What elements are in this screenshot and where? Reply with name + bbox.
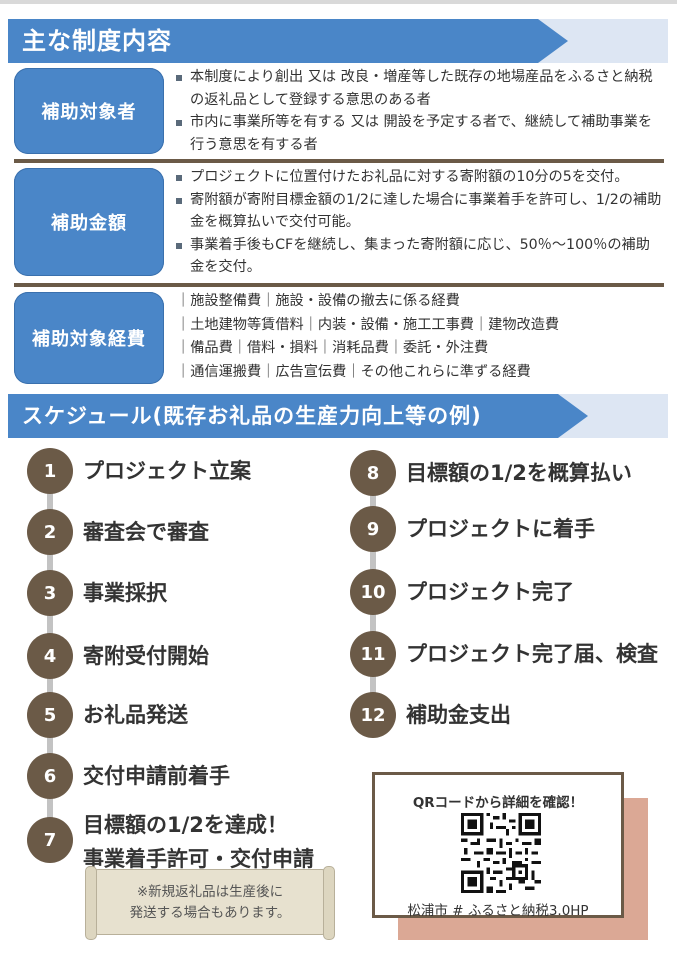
system-row-target: 補助対象者 本制度により創出 又は 改良・増産等した既存の地場産品をふるさと納税… bbox=[14, 66, 664, 158]
step-label: プロジェクト完了 bbox=[406, 580, 574, 604]
step-label: 目標額の1/2を達成！ bbox=[83, 813, 288, 837]
divider bbox=[14, 159, 664, 163]
step-number: 8 bbox=[350, 450, 396, 496]
list-item: プロジェクトに位置付けたお礼品に対する寄附額の10分の5を交付。 bbox=[176, 166, 664, 189]
target-items: 本制度により創出 又は 改良・増産等した既存の地場産品をふるさと納税の返礼品とし… bbox=[176, 66, 664, 156]
list-item: 市内に事業所等を有する 又は 開設を予定する者で、継続して補助事業を行う意思を有… bbox=[176, 111, 664, 156]
step-label: 事業採択 bbox=[83, 581, 167, 605]
expense-line: ｜施設整備費｜施設・設備の撤去に係る経費 bbox=[176, 293, 460, 309]
step-number: 12 bbox=[350, 692, 396, 738]
step-label: お礼品発送 bbox=[83, 703, 188, 727]
step-number: 9 bbox=[350, 506, 396, 552]
section-banner-system: 主な制度内容 bbox=[8, 19, 668, 63]
amount-items: プロジェクトに位置付けたお礼品に対する寄附額の10分の5を交付。 寄附額が寄附目… bbox=[176, 166, 664, 279]
step-number: 3 bbox=[27, 570, 73, 616]
step-label: プロジェクト立案 bbox=[83, 459, 251, 483]
system-row-expenses: 補助対象経費 ｜施設整備費｜施設・設備の撤去に係る経費 ｜土地建物等賃借料｜内装… bbox=[14, 290, 664, 384]
step-label: 目標額の1/2を概算払い bbox=[406, 461, 632, 485]
expenses-items: ｜施設整備費｜施設・設備の撤去に係る経費 ｜土地建物等賃借料｜内装・設備・施工工… bbox=[176, 290, 664, 384]
note-scroll: ※新規返礼品は生産後に 発送する場合もあります。 bbox=[85, 866, 335, 940]
section-title-system: 主な制度内容 bbox=[22, 27, 172, 55]
section-title-schedule: スケジュール(既存お礼品の生産力向上等の例) bbox=[22, 404, 482, 428]
label-amount: 補助金額 bbox=[14, 168, 164, 276]
qr-caption: 松浦市 # ふるさと納税3.0HP bbox=[407, 903, 589, 919]
banner-arrow bbox=[8, 394, 588, 438]
step-number: 2 bbox=[27, 509, 73, 555]
step-number: 10 bbox=[350, 569, 396, 615]
step-label: 補助金支出 bbox=[406, 703, 511, 727]
label-expenses: 補助対象経費 bbox=[14, 292, 164, 384]
qr-title: QRコードから詳細を確認！ bbox=[412, 795, 584, 811]
section-banner-schedule: スケジュール(既存お礼品の生産力向上等の例) bbox=[8, 394, 668, 438]
step-number: 1 bbox=[27, 448, 73, 494]
note-line: 発送する場合もあります。 bbox=[129, 905, 291, 921]
qr-panel: QRコードから詳細を確認！ 松浦市 # ふるさと納税3.0HP bbox=[372, 772, 624, 919]
expense-line: ｜備品費｜借料・損料｜消耗品費｜委託・外注費 bbox=[176, 340, 489, 356]
top-rule bbox=[0, 0, 677, 4]
expense-line: ｜土地建物等賃借料｜内装・設備・施工工事費｜建物改造費 bbox=[176, 316, 560, 333]
note-line: ※新規返礼品は生産後に bbox=[136, 884, 284, 900]
step-number: 7 bbox=[27, 817, 73, 863]
bullet-square-icon bbox=[176, 175, 182, 181]
bullet-square-icon bbox=[176, 242, 182, 249]
bullet-square-icon bbox=[176, 75, 182, 81]
step-number: 11 bbox=[350, 631, 396, 677]
list-item: 本制度により創出 又は 改良・増産等した既存の地場産品をふるさと納税の返礼品とし… bbox=[176, 66, 664, 111]
qr-code-icon[interactable] bbox=[461, 813, 541, 893]
step-number: 5 bbox=[27, 692, 73, 738]
label-target: 補助対象者 bbox=[14, 68, 164, 154]
list-item: 事業着手後もCFを継続し、集まった寄附額に応じ、50％～100％の補助金を交付。 bbox=[176, 234, 664, 279]
step-number: 6 bbox=[27, 753, 73, 799]
step-number: 4 bbox=[27, 633, 73, 679]
step-label: 交付申請前着手 bbox=[83, 764, 230, 788]
step-label: 審査会で審査 bbox=[83, 520, 209, 544]
bullet-square-icon bbox=[176, 197, 182, 204]
step-label: 寄附受付開始 bbox=[83, 644, 209, 668]
step-label: プロジェクト完了届、検査 bbox=[406, 642, 658, 666]
banner-arrow bbox=[8, 19, 568, 63]
step-label: プロジェクトに着手 bbox=[406, 517, 595, 541]
bullet-square-icon bbox=[176, 120, 182, 126]
expense-line: ｜通信運搬費｜広告宣伝費｜その他これらに準ずる経費 bbox=[176, 363, 531, 380]
divider bbox=[14, 283, 664, 287]
step-label-line2: 事業着手許可・交付申請 bbox=[83, 847, 314, 871]
list-item: 寄附額が寄附目標金額の1/2に達した場合に事業着手を許可し、1/2の補助金を概算… bbox=[176, 189, 664, 234]
system-row-amount: 補助金額 プロジェクトに位置付けたお礼品に対する寄附額の10分の5を交付。 寄附… bbox=[14, 166, 664, 282]
